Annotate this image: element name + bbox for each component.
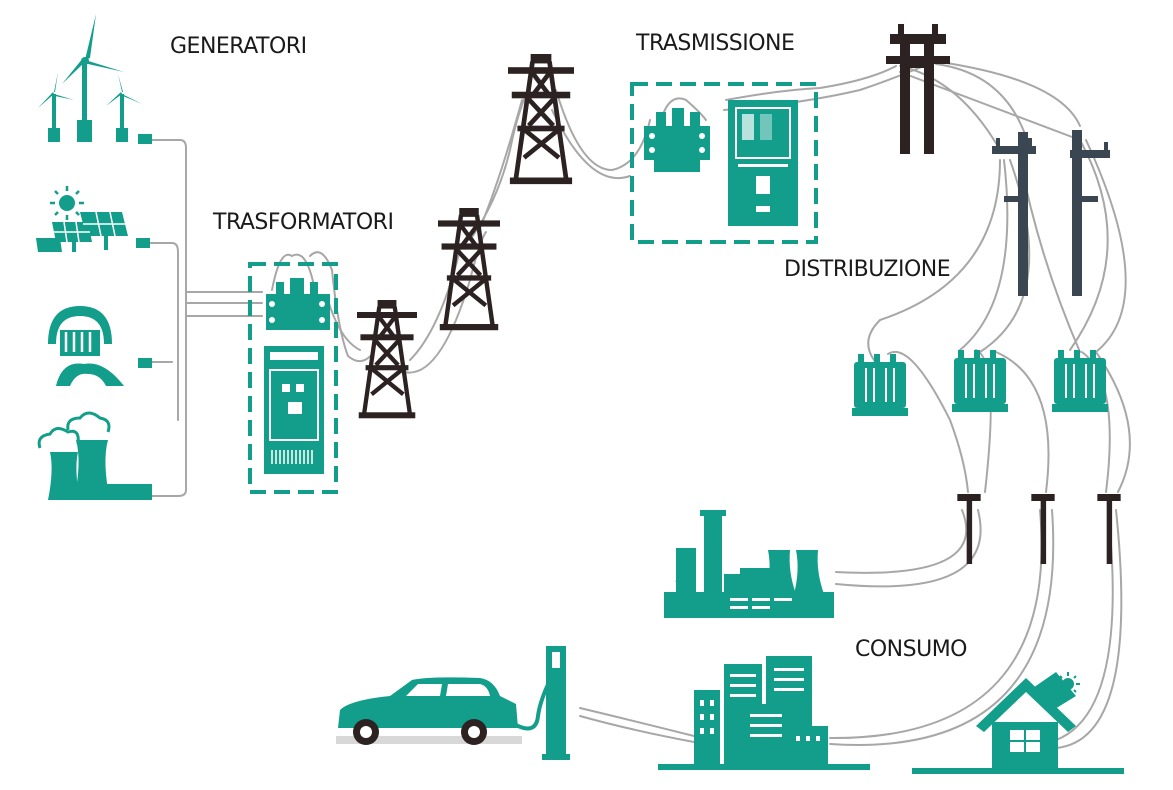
house-solar-icon: [912, 672, 1124, 774]
consumption-label: CONSUMO: [855, 637, 968, 662]
wind-turbine-icon: [38, 14, 152, 144]
utility-pole-icon: [957, 494, 981, 564]
distribution-transformer-icon: [852, 353, 908, 417]
switchgear-cabinet-icon: [264, 346, 324, 474]
distribution-label: DISTRIBUZIONE: [784, 257, 951, 282]
utility-pole-icon: [1031, 494, 1055, 564]
transmission-label: TRASMISSIONE: [636, 31, 795, 56]
factory-icon: [664, 510, 834, 618]
switchgear-cabinet-icon: [728, 100, 798, 226]
pylon-icon: [438, 208, 500, 330]
electric-car-icon: [336, 677, 522, 745]
transformer-icon: [266, 278, 330, 330]
distribution-transformer-icon: [1052, 349, 1108, 413]
generators-label: GENERATORI: [170, 34, 307, 59]
wooden-pole-icon: [886, 24, 950, 154]
transformer-station: [248, 262, 338, 494]
utility-pole-icon: [1070, 130, 1110, 296]
city-buildings-icon: [658, 656, 870, 770]
hydro-dam-icon: [48, 306, 152, 386]
transmission-station: [630, 82, 818, 244]
charging-station-icon: [513, 646, 570, 760]
distribution-transformer-icon: [952, 349, 1008, 413]
solar-panel-icon: [36, 186, 150, 252]
transformer-icon: [644, 108, 710, 172]
transformers-label: TRASFORMATORI: [213, 210, 394, 235]
power-plant-icon: [37, 411, 152, 500]
utility-pole-icon: [992, 132, 1036, 296]
